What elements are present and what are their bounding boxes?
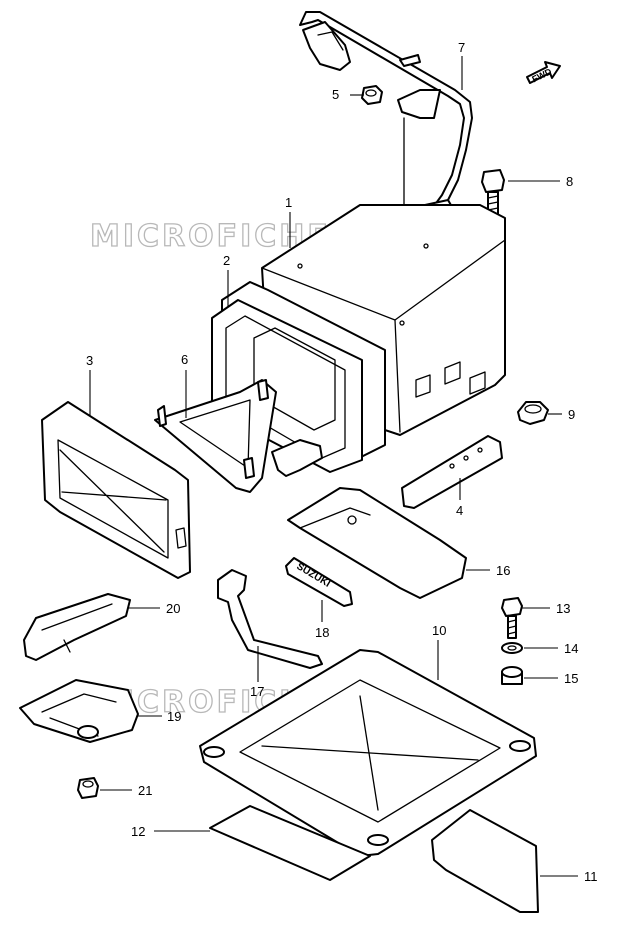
- callout-3: 3: [86, 353, 93, 368]
- box-lid: [41, 401, 191, 579]
- cushion-pad: [209, 805, 371, 881]
- base-plate: [199, 649, 537, 857]
- tool-tube: SUZUKI: [285, 557, 353, 607]
- callout-14: 14: [564, 641, 578, 656]
- callout-15: 15: [564, 671, 578, 686]
- rear-carrier-frame: [299, 11, 473, 223]
- retaining-strap: [23, 593, 131, 661]
- bolt-13: [501, 597, 523, 639]
- callout-5: 5: [332, 87, 339, 102]
- grommet-9: [517, 401, 549, 425]
- callout-17: 17: [250, 684, 264, 699]
- leader-lines: [89, 56, 578, 877]
- callout-1: 1: [285, 195, 292, 210]
- bracket-plate: [19, 679, 139, 743]
- callout-12: 12: [131, 824, 145, 839]
- tool-bag: [287, 487, 467, 599]
- callout-21: 21: [138, 783, 152, 798]
- side-panel: [431, 809, 539, 913]
- callout-16: 16: [496, 563, 510, 578]
- callout-10: 10: [432, 623, 446, 638]
- mounting-stay: [401, 435, 503, 509]
- nut-5: [361, 85, 383, 105]
- callout-2: 2: [223, 253, 230, 268]
- spanner-wrench: [217, 569, 323, 669]
- callout-8: 8: [566, 174, 573, 189]
- triangle-bracket: [154, 379, 323, 493]
- callout-13: 13: [556, 601, 570, 616]
- callout-6: 6: [181, 352, 188, 367]
- callout-9: 9: [568, 407, 575, 422]
- callout-19: 19: [167, 709, 181, 724]
- callout-11: 11: [584, 869, 598, 884]
- callout-18: 18: [315, 625, 329, 640]
- callout-numbers: 1 2 3 4 5 6 7 8 9 10 11 12 13 14 15 16 1…: [86, 40, 598, 884]
- fwd-arrow-icon: FWD: [526, 61, 561, 84]
- callout-7: 7: [458, 40, 465, 55]
- rubber-mount-15: [501, 666, 523, 685]
- callout-4: 4: [456, 503, 463, 518]
- nut-21: [77, 777, 99, 799]
- washer-14: [501, 642, 523, 654]
- callout-20: 20: [166, 601, 180, 616]
